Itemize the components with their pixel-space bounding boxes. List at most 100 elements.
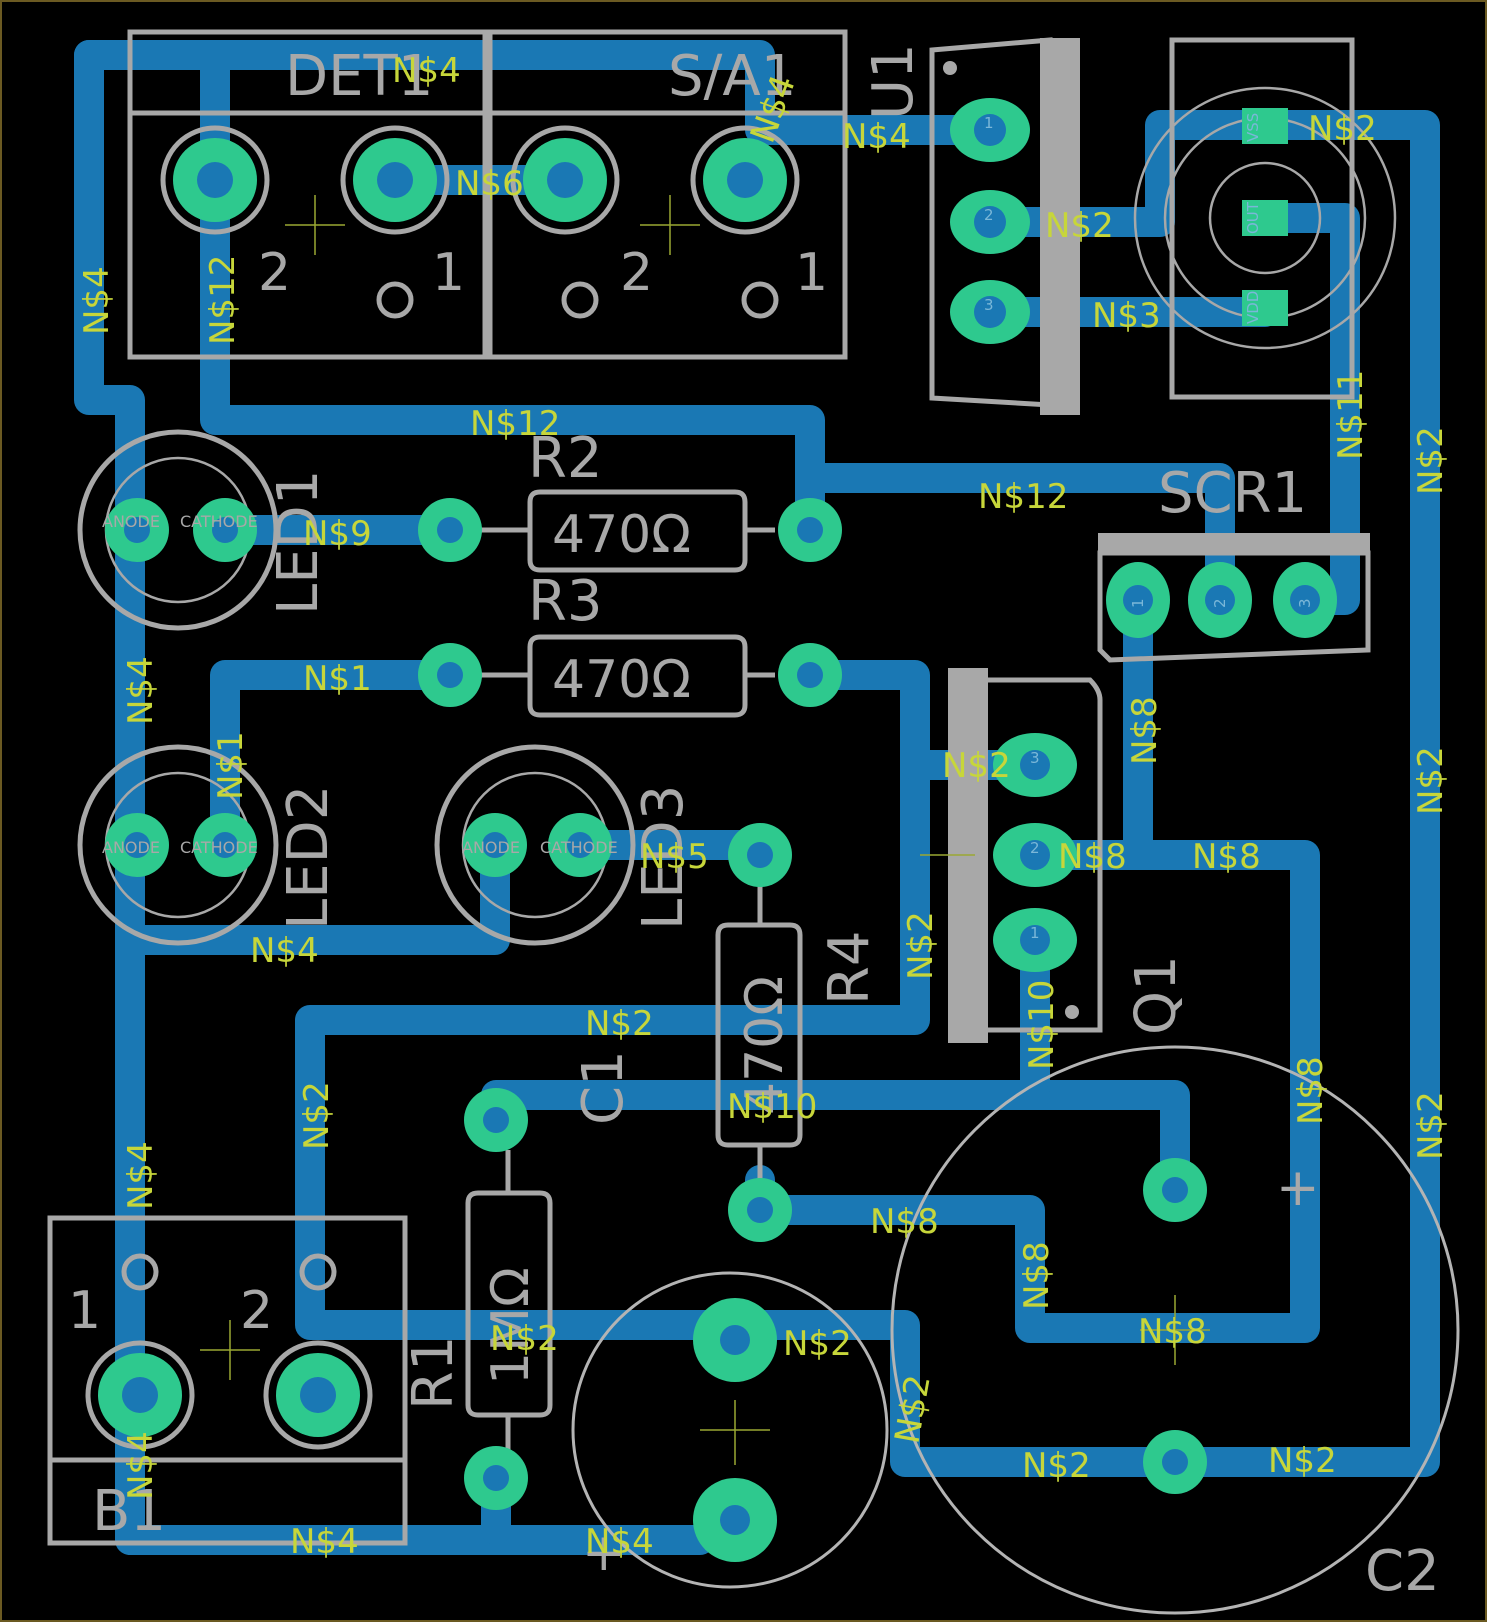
- pad-q1-2: [993, 823, 1077, 887]
- cap-small-outline: [571, 1271, 889, 1589]
- pad-led2-anode: [105, 813, 169, 877]
- net-n2-r1: N$2: [490, 1319, 559, 1359]
- net-n2-bottom: N$2: [1022, 1446, 1091, 1486]
- pad-sa1-1: [703, 138, 787, 222]
- c2-origin: [1140, 1295, 1210, 1365]
- pad-det1-2: [173, 138, 257, 222]
- pad-pin-numbers: 1 2 3 3 2 1 1 2 3 VSS OUT VDD: [984, 113, 1314, 942]
- net-n10: N$10: [727, 1087, 817, 1127]
- net-n6: N$6: [455, 164, 524, 204]
- sa1-pin1-ring: [690, 125, 800, 235]
- pad-r2-1: [418, 498, 482, 562]
- pad-led1-anode: [105, 498, 169, 562]
- led2-cathode: CATHODE: [180, 838, 258, 857]
- ref-r1: R1: [401, 1335, 466, 1410]
- det1-marker: [376, 281, 414, 319]
- led1-cathode: CATHODE: [180, 512, 258, 531]
- ref-u1: U1: [861, 43, 926, 120]
- net-n4-mid: N$4: [250, 931, 319, 971]
- sa1-origin: [640, 195, 700, 255]
- q1-pin1-dot: [1065, 1005, 1079, 1019]
- pad-det1-1: [353, 138, 437, 222]
- pad-sensor-vdd: [1242, 290, 1288, 326]
- reference-labels: DET1 S/A1 U1 R2 R3 R4 R1 LED1 LED2 LED3 …: [92, 43, 1440, 1604]
- ref-q1: Q1: [1124, 955, 1189, 1035]
- led1-outline: [77, 429, 279, 631]
- led1-anode: ANODE: [102, 512, 160, 531]
- ref-led1: LED1: [266, 470, 331, 615]
- net-n12-vert: N$12: [203, 255, 243, 345]
- pad-u1-3: [950, 280, 1030, 344]
- net-n1: N$1: [303, 659, 372, 699]
- net-n2-left: N$2: [297, 1081, 337, 1150]
- sensor-outline: [1169, 37, 1355, 400]
- det1-pin1-ring: [340, 125, 450, 235]
- pad-u1-1: [950, 98, 1030, 162]
- q1-outline: [982, 677, 1103, 1033]
- u1-tab: [1040, 38, 1080, 415]
- net-n8-bottom: N$8: [870, 1202, 939, 1242]
- led3-outline: [434, 744, 636, 946]
- sa1-outline: [487, 29, 848, 360]
- trace-n8-right: [745, 840, 1320, 1343]
- sensor-ring-inner: [1208, 161, 1322, 275]
- b1-pin2-ring: [263, 1340, 373, 1450]
- value-r1: 1MΩ: [481, 1267, 541, 1385]
- sensor-vdd: VDD: [1244, 291, 1262, 324]
- pad-r3-2: [778, 643, 842, 707]
- trace-n2-r3: [295, 660, 930, 1340]
- ref-r3: R3: [528, 569, 603, 634]
- net-n2-right-top: N$2: [1411, 426, 1451, 495]
- b-terminal-1: 1: [68, 1281, 101, 1341]
- b1-marker-2: [299, 1253, 337, 1291]
- led3-cathode: CATHODE: [540, 838, 618, 857]
- det-terminal-1: 1: [432, 243, 465, 303]
- pad-r3-1: [418, 643, 482, 707]
- trace-n2-right: [1160, 110, 1440, 1477]
- cap-small-plus: +: [582, 1523, 626, 1583]
- r2-body: [527, 489, 748, 573]
- ref-led3: LED3: [631, 785, 696, 930]
- cap-small-origin: [700, 1400, 770, 1465]
- sa1-marker-1: [741, 281, 779, 319]
- net-n9: N$9: [303, 514, 372, 554]
- q1-pin-num-3: 3: [1030, 749, 1040, 767]
- net-labels: N$4 N$6 N$4 N$4 N$2 N$3 N$2 N$4 N$12 N$1…: [77, 51, 1451, 1562]
- net-n4-b1-pad: N$4: [121, 1431, 161, 1500]
- pad-capsmall-1: [693, 1478, 777, 1562]
- scr1-pin-num-3: 3: [1296, 598, 1314, 608]
- ref-sa1: S/A1: [668, 44, 796, 109]
- pad-b1-2: [276, 1353, 360, 1437]
- r1-body: [465, 1190, 553, 1418]
- led3-anode: ANODE: [462, 838, 520, 857]
- sa-terminal-1: 1: [795, 243, 828, 303]
- net-n2-right-mid: N$2: [1411, 746, 1451, 815]
- net-n2-vert: N$2: [901, 911, 941, 980]
- det1-outline: [127, 29, 488, 360]
- pad-r4-2: [728, 1178, 792, 1242]
- pad-led3-cathode: [548, 813, 612, 877]
- pad-q1-1: [993, 908, 1077, 972]
- trace-n2-c2: [725, 1310, 1190, 1477]
- b1-outline: [47, 1215, 408, 1546]
- silkscreen: [47, 29, 1460, 1615]
- scr1-tab: [1098, 533, 1370, 553]
- b-terminal-2: 2: [240, 1281, 273, 1341]
- ref-det1: DET1: [285, 44, 433, 109]
- net-n1-vert: N$1: [211, 731, 251, 800]
- pads: [98, 98, 1337, 1562]
- net-n8-vert2: N$8: [1017, 1241, 1057, 1310]
- q1-pin-num-1: 1: [1030, 924, 1040, 942]
- pad-sensor-vss: [1242, 108, 1288, 144]
- trace-n1: [210, 660, 460, 860]
- net-n11: N$11: [1331, 370, 1371, 460]
- value-labels: 470Ω 470Ω 470Ω 1MΩ: [481, 505, 795, 1385]
- net-n4-b1: N$4: [290, 1522, 359, 1562]
- pad-r2-2: [778, 498, 842, 562]
- value-r2: 470Ω: [552, 505, 691, 565]
- sa1-pin2-ring: [510, 125, 620, 235]
- b1-origin: [200, 1320, 260, 1380]
- pad-scr1-2: [1188, 562, 1252, 638]
- led2-outline: [77, 744, 279, 946]
- pad-b1-1: [98, 1353, 182, 1437]
